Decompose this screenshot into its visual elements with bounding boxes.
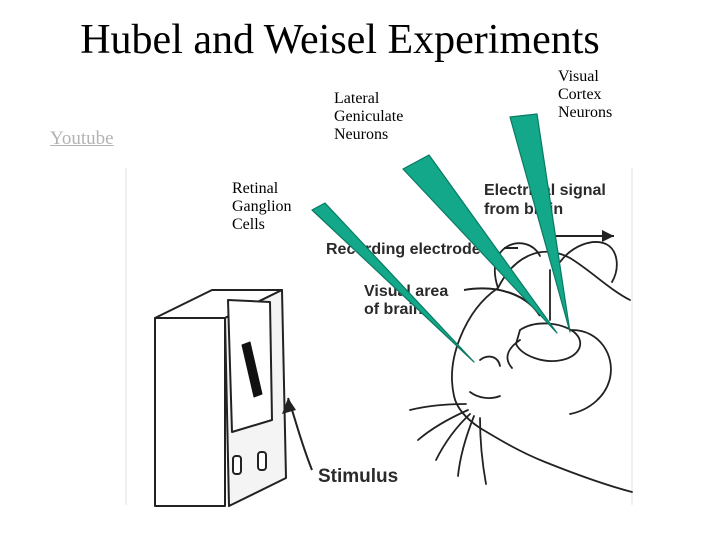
visual-area-text: of brain bbox=[364, 301, 423, 318]
retinal-arrow bbox=[311, 202, 475, 363]
retinal-label: Retinal Ganglion Cells bbox=[232, 180, 292, 234]
retinal-label-line: Retinal bbox=[232, 180, 279, 197]
cat-illustration bbox=[409, 241, 633, 493]
youtube-link[interactable]: Youtube bbox=[50, 128, 114, 149]
monitor-illustration bbox=[154, 289, 287, 507]
visual-cortex-label-line: Visual bbox=[558, 68, 599, 85]
lgn-arrow bbox=[402, 154, 558, 334]
lgn-label: Lateral Geniculate Neurons bbox=[334, 90, 403, 144]
lgn-label-line: Neurons bbox=[334, 126, 389, 143]
retinal-label-line: Ganglion bbox=[232, 198, 292, 215]
visual-cortex-label-line: Cortex bbox=[558, 86, 602, 103]
overlay-arrows bbox=[311, 113, 571, 363]
visual-cortex-arrow bbox=[509, 113, 571, 333]
retinal-label-line: Cells bbox=[232, 216, 265, 233]
stimulus-text: Stimulus bbox=[318, 466, 398, 487]
slide-title: Hubel and Weisel Experiments bbox=[80, 17, 600, 63]
visual-cortex-label: Visual Cortex Neurons bbox=[558, 68, 612, 122]
lgn-label-line: Lateral bbox=[334, 90, 380, 107]
stimulus-arrow bbox=[282, 397, 313, 471]
lgn-label-line: Geniculate bbox=[334, 108, 404, 125]
visual-cortex-label-line: Neurons bbox=[558, 104, 613, 121]
